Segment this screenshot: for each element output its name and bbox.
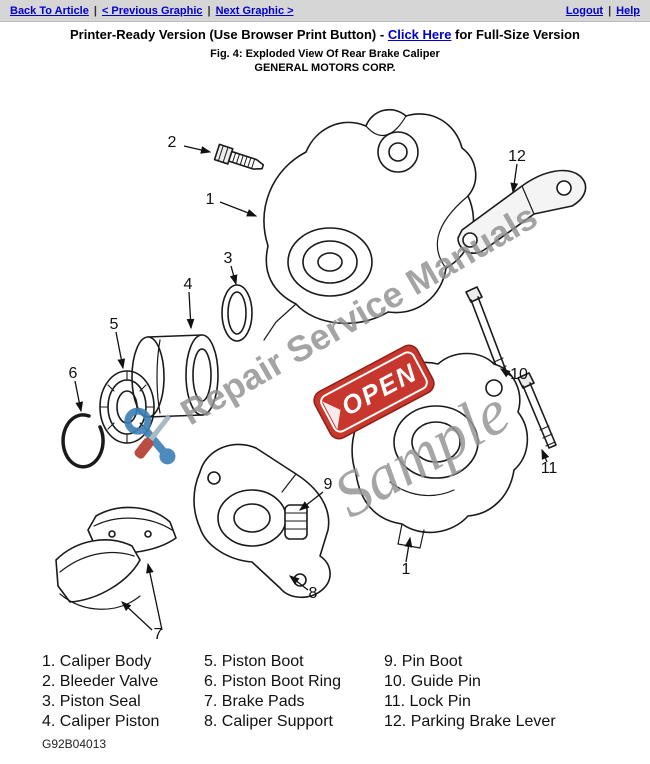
tools-logo-icon [124,407,176,465]
figure-title: Fig. 4: Exploded View Of Rear Brake Cali… [210,48,440,60]
callout-12: 12 [508,148,526,165]
legend-item: 11. Lock Pin [384,693,471,710]
printer-ready-text: Printer-Ready Version (Use Browser Print… [69,27,388,42]
part-caliper-body [263,108,477,341]
back-to-article-link[interactable]: Back To Article [10,4,89,17]
legend-item: 7. Brake Pads [204,693,305,710]
callout-8: 8 [309,585,318,602]
leader-lines [74,145,550,631]
part-caliper-piston [131,334,219,418]
full-size-link[interactable]: Click Here [387,27,452,42]
legend-column-1: 1. Caliper Body 2. Bleeder Valve 3. Pist… [42,652,204,732]
part-caliper-support [193,443,331,599]
callout-10: 10 [510,366,528,383]
callout-4: 4 [184,276,193,293]
callout-3: 3 [224,250,233,267]
legend-column-3: 9. Pin Boot 10. Guide Pin 11. Lock Pin 1… [384,652,584,732]
legend-item: 12. Parking Brake Lever [384,713,556,730]
part-pin-boot [284,504,308,540]
callout-9: 9 [324,476,333,493]
nav-left-group: Back To Article | < Previous Graphic | N… [10,5,294,17]
callout-2: 2 [168,134,177,151]
help-link[interactable]: Help [616,4,640,17]
part-piston-boot-ring [61,413,105,469]
figure-code: G92B04013 [42,737,107,751]
legend-item: 6. Piston Boot Ring [204,673,341,690]
part-bleeder-valve [213,143,265,170]
callout-1-bottom: 1 [402,561,411,578]
callout-11: 11 [541,460,558,477]
legend-item: 10. Guide Pin [384,673,481,690]
legend-item: 3. Piston Seal [42,693,141,710]
callout-6: 6 [69,365,78,382]
legend-item: 9. Pin Boot [384,653,463,670]
top-navbar: Back To Article | < Previous Graphic | N… [0,0,650,22]
manufacturer-name: GENERAL MOTORS CORP. [254,62,396,74]
next-graphic-link[interactable]: Next Graphic > [215,4,294,17]
legend-item: 2. Bleeder Valve [42,673,159,690]
part-piston-seal [221,284,253,342]
callout-1-top: 1 [206,191,215,208]
printer-ready-line: Printer-Ready Version (Use Browser Print… [0,27,650,42]
part-parking-brake-lever [457,169,587,254]
full-size-text: for Full-Size Version [451,27,580,42]
legend-item: 4. Caliper Piston [42,713,160,730]
part-brake-pads [55,506,177,610]
callout-numbers: 2 1 12 3 4 5 6 10 11 9 1 8 7 [69,134,558,643]
nav-separator: | [207,4,211,17]
callout-5: 5 [110,316,119,333]
logout-link[interactable]: Logout [565,4,604,17]
legend-item: 1. Caliper Body [42,653,152,670]
legend-column-2: 5. Piston Boot 6. Piston Boot Ring 7. Br… [204,652,384,732]
nav-separator: | [93,4,97,17]
previous-graphic-link[interactable]: < Previous Graphic [101,4,203,17]
parts-legend: 1. Caliper Body 2. Bleeder Valve 3. Pist… [42,652,584,732]
nav-right-group: Logout | Help [566,5,640,17]
legend-item: 5. Piston Boot [204,653,304,670]
legend-item: 8. Caliper Support [204,713,333,730]
callout-7: 7 [154,626,163,643]
part-lock-pin [517,372,557,449]
nav-separator: | [608,4,612,17]
